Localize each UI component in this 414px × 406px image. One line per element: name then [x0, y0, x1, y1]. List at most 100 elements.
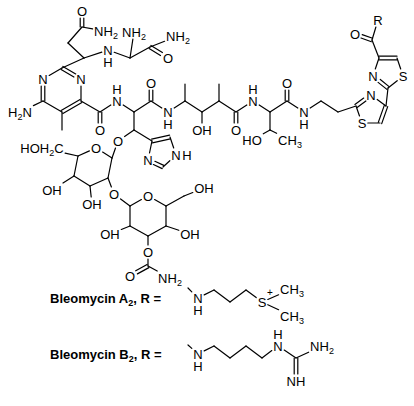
- bond-line: [269, 112, 270, 130]
- compound-label: Bleomycin B2, R =: [50, 348, 162, 361]
- bond-line: [234, 112, 235, 123]
- atom-label: NH2: [166, 30, 190, 43]
- atom-label: O: [113, 135, 123, 148]
- atom-label: N: [38, 73, 47, 86]
- bond-line: [174, 101, 185, 108]
- bond-line: [259, 105, 270, 112]
- atom-label: CH3: [280, 310, 304, 323]
- bond-line: [43, 101, 62, 112]
- bond-line: [188, 288, 192, 292]
- bond-line: [150, 141, 153, 153]
- bond-line: [130, 39, 133, 58]
- atom-label: O: [125, 270, 135, 283]
- atom-label: OH: [180, 228, 200, 241]
- bond-line: [152, 90, 153, 101]
- atom-label: H2N: [8, 106, 32, 119]
- bond-line: [285, 90, 286, 101]
- atom-label: N: [112, 95, 121, 108]
- bond-line: [230, 290, 246, 302]
- bond-line: [155, 161, 164, 165]
- bond-line: [147, 236, 148, 245]
- atom-label: O: [77, 5, 87, 18]
- bond-line: [65, 153, 78, 156]
- bond-line: [155, 200, 166, 206]
- bond-line: [184, 84, 185, 101]
- bond-line: [246, 290, 256, 298]
- bond-line: [148, 226, 166, 236]
- bond-line: [362, 35, 372, 39]
- bond-line: [74, 176, 90, 186]
- bond-line: [49, 68, 62, 75]
- bond-line: [44, 86, 45, 101]
- atom-label: S: [258, 296, 267, 309]
- atom-label: R: [373, 14, 382, 27]
- atom-label: NH2: [122, 26, 146, 39]
- bond-line: [368, 122, 380, 123]
- bond-line: [130, 226, 148, 236]
- atom-label: N: [76, 73, 85, 86]
- atom-label: CH3: [278, 134, 302, 147]
- atom-label: O: [143, 246, 153, 259]
- bond-line: [287, 101, 298, 108]
- bond-line: [378, 82, 387, 89]
- atom-label: OH: [194, 182, 214, 195]
- atom-label: H: [163, 118, 172, 131]
- bond-line: [214, 290, 230, 302]
- bond-line: [372, 40, 379, 58]
- bond-line: [108, 158, 112, 178]
- bond-line: [188, 345, 192, 348]
- bond-line: [130, 200, 141, 206]
- atom-label: H: [103, 56, 112, 69]
- bond-line: [129, 206, 130, 226]
- bond-line: [361, 38, 371, 42]
- atom-label: O: [146, 77, 156, 90]
- bond-line: [62, 58, 84, 68]
- bond-line: [268, 305, 279, 310]
- bond-line: [163, 161, 170, 167]
- atom-label: OH: [82, 198, 102, 211]
- bond-line: [397, 58, 401, 69]
- atom-label: O: [163, 52, 173, 65]
- atom-label: H: [182, 149, 191, 162]
- bond-line: [386, 88, 388, 106]
- bond-line: [338, 106, 356, 112]
- bond-line: [63, 176, 74, 183]
- atom-label: N: [368, 70, 377, 83]
- bond-line: [81, 101, 100, 112]
- bond-line: [98, 112, 99, 123]
- bond-line: [202, 101, 219, 112]
- bond-line: [262, 351, 272, 358]
- bond-line: [263, 130, 270, 134]
- bond-line: [166, 226, 179, 230]
- atom-label: O: [143, 190, 153, 203]
- bond-line: [246, 346, 262, 358]
- bond-line: [170, 137, 174, 148]
- atom-label: +: [267, 288, 273, 298]
- bond-line: [237, 112, 238, 123]
- bond-line: [165, 206, 166, 226]
- bond-line: [134, 130, 152, 141]
- bond-line: [288, 90, 289, 101]
- bond-line: [214, 346, 230, 358]
- atom-label: OH: [42, 184, 62, 197]
- bond-line: [379, 56, 397, 57]
- bond-line: [388, 81, 397, 88]
- atom-label: S: [358, 117, 367, 130]
- bond-line: [84, 52, 102, 58]
- bond-line: [114, 52, 130, 58]
- bond-line: [33, 101, 43, 106]
- bond-line: [82, 27, 93, 29]
- bond-line: [68, 43, 84, 58]
- bond-line: [103, 152, 112, 158]
- atom-label: O: [109, 188, 119, 201]
- atom-label: OH: [100, 228, 120, 241]
- bond-line: [355, 98, 364, 104]
- bond-line: [61, 112, 62, 130]
- atom-label: NH2: [94, 25, 118, 38]
- bond-line: [184, 193, 193, 197]
- bond-line: [379, 59, 397, 60]
- bond-line: [100, 105, 111, 112]
- compound-label: Bleomycin A2, R =: [50, 292, 161, 305]
